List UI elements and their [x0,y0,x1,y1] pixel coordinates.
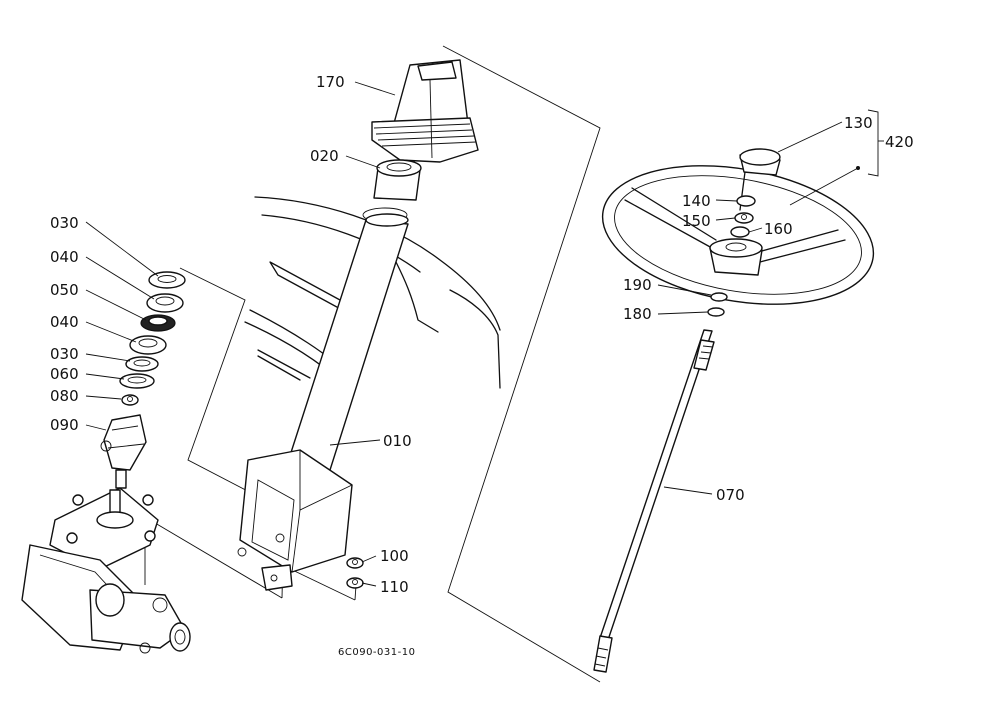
callout-020: 020 [310,147,339,165]
nut-100 [346,557,364,569]
callout-070: 070 [716,486,745,504]
steering-gearbox [21,487,191,654]
callout-030-bottom: 030 [50,345,79,363]
bushing-020 [362,159,422,223]
callout-030-top: 030 [50,214,79,232]
nut-140 [736,195,756,207]
callout-170: 170 [316,73,345,91]
callout-060: 060 [50,365,79,383]
callout-labels: 170 020 030 040 050 040 030 060 080 090 … [50,73,914,658]
callout-100: 100 [380,547,409,565]
callout-150: 150 [682,212,711,230]
drawing-code: 6C090-031-10 [338,647,415,658]
callout-040-bottom: 040 [50,313,79,331]
callout-050: 050 [50,281,79,299]
callout-130: 130 [844,114,873,132]
callout-040-top: 040 [50,248,79,266]
callout-090: 090 [50,416,79,434]
washer-160 [730,226,750,238]
horn-cap-130 [739,148,781,176]
leader-lines [85,81,859,587]
callout-010: 010 [383,432,412,450]
callout-180: 180 [623,305,652,323]
washer-150 [734,212,754,224]
dashboard-outline [244,196,501,389]
universal-joint-090 [100,414,147,489]
callout-190: 190 [623,276,652,294]
callout-160: 160 [764,220,793,238]
steering-shaft-070 [593,329,715,673]
ring-180 [707,307,725,317]
callout-110: 110 [380,578,409,596]
column-tube-010 [237,213,409,591]
boot-170 [371,59,479,163]
collar-190 [710,292,728,302]
callout-080: 080 [50,387,79,405]
washer-110 [346,577,364,589]
callout-420: 420 [885,133,914,151]
callout-140: 140 [682,192,711,210]
assembly-bracket-lines [144,45,601,683]
bearing-stack [119,271,186,406]
